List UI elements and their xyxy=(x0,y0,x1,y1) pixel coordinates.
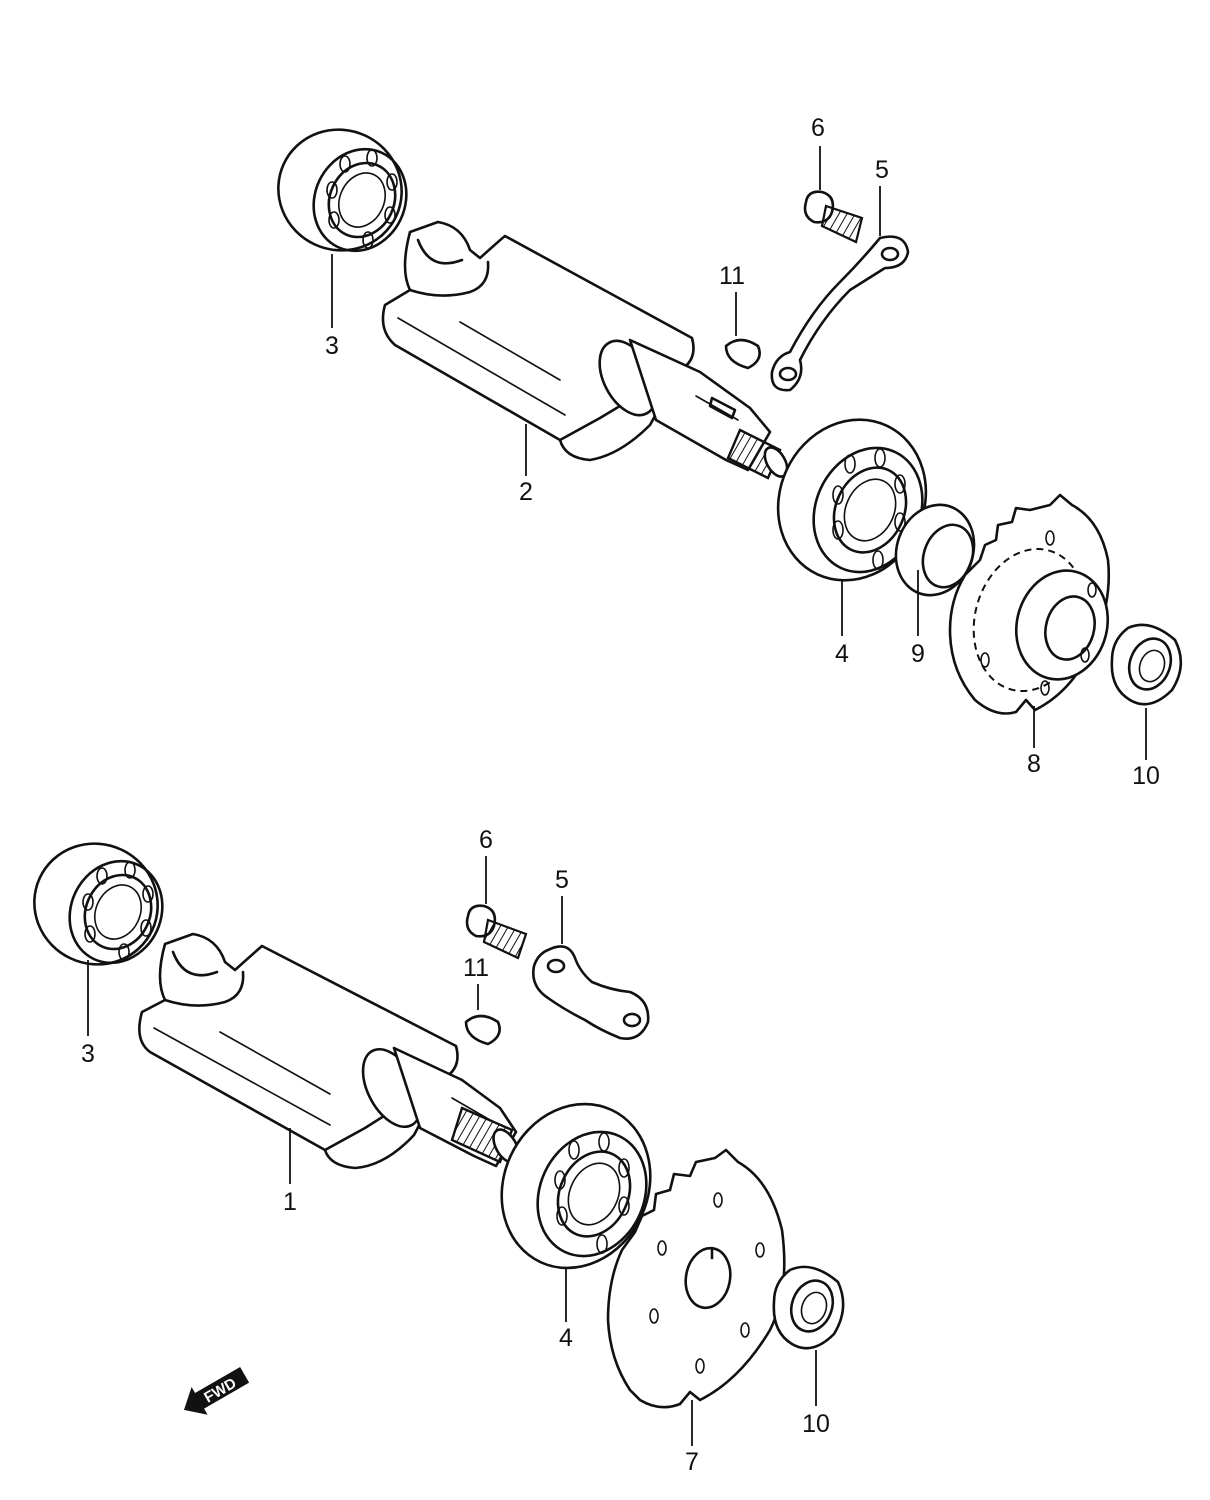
upper-label-5: 5 xyxy=(875,156,889,184)
lower-sprocket xyxy=(606,1148,786,1409)
upper-label-8: 8 xyxy=(1027,750,1041,778)
upper-label-2: 2 xyxy=(519,478,533,506)
lower-balancer-shaft xyxy=(138,932,520,1170)
upper-bearing-right xyxy=(776,418,928,582)
upper-nut xyxy=(1110,623,1183,706)
upper-bolt xyxy=(803,190,864,244)
lower-bolt xyxy=(465,904,528,960)
upper-bearing-left xyxy=(277,128,408,253)
upper-balancer-shaft xyxy=(381,220,789,480)
upper-label-6: 6 xyxy=(811,114,825,142)
upper-label-3: 3 xyxy=(325,332,339,360)
lower-label-11: 11 xyxy=(463,954,489,982)
upper-label-9: 9 xyxy=(911,640,925,668)
lower-label-3: 3 xyxy=(81,1040,95,1068)
upper-sprocket xyxy=(948,493,1111,715)
lower-label-1: 1 xyxy=(283,1188,297,1216)
lower-label-10: 10 xyxy=(802,1410,830,1438)
lower-leader-lines xyxy=(87,856,817,1446)
upper-assembly: 6 5 11 3 2 4 9 8 10 xyxy=(277,114,1183,790)
lower-label-5: 5 xyxy=(555,866,569,894)
lower-nut xyxy=(772,1265,845,1350)
lower-bearing-left xyxy=(33,842,164,966)
lower-label-4: 4 xyxy=(559,1324,573,1352)
lower-woodruff-key xyxy=(464,1014,501,1046)
forward-direction-badge: FWD xyxy=(184,1367,250,1415)
upper-label-11: 11 xyxy=(719,262,745,290)
upper-spacer xyxy=(894,503,976,597)
lower-plate xyxy=(532,945,650,1040)
forward-arrow-icon xyxy=(184,1367,250,1415)
upper-label-4: 4 xyxy=(835,640,849,668)
upper-leader-lines xyxy=(331,146,1147,760)
upper-plate xyxy=(770,235,910,392)
upper-label-10: 10 xyxy=(1132,762,1160,790)
lower-label-6: 6 xyxy=(479,826,493,854)
lower-assembly: 6 5 11 3 1 4 7 10 xyxy=(33,826,845,1476)
upper-woodruff-key xyxy=(724,338,761,370)
lower-label-7: 7 xyxy=(685,1448,699,1476)
